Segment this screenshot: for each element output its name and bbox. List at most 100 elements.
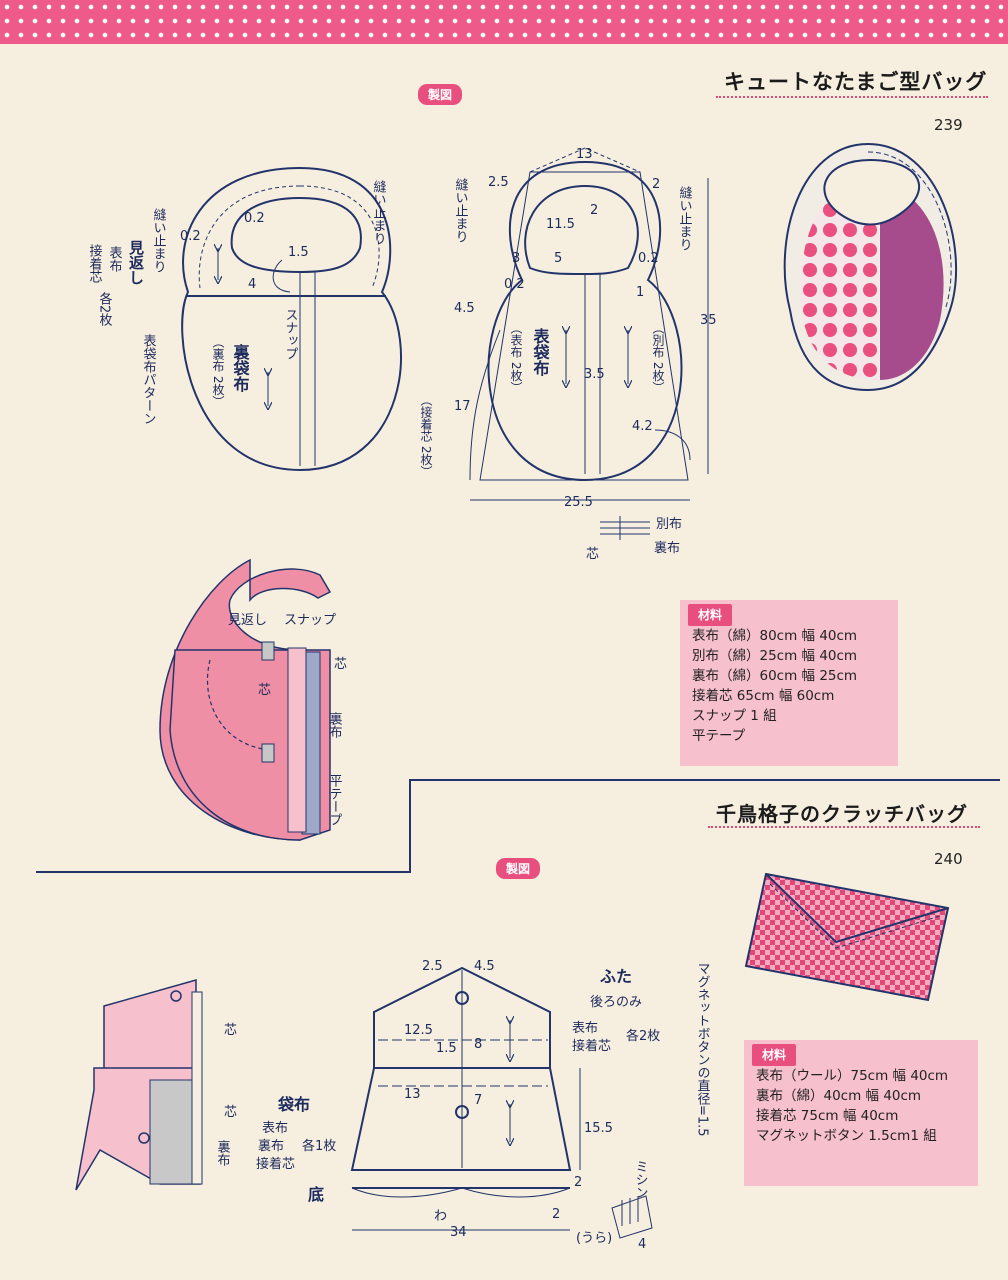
clutch-label-mishin: ミシン	[633, 1160, 648, 1199]
clutch-asm-shin-a: 芯	[224, 1023, 237, 1038]
clutch-dim-15-5: 15.5	[584, 1121, 613, 1136]
material-item: 接着芯 75cm 幅 40cm	[756, 1108, 899, 1124]
clutch-asm-shin-b: 芯	[224, 1105, 237, 1120]
legend-betsu: 別布	[656, 517, 682, 532]
egg-right-pattern	[469, 147, 709, 501]
title-egg-bag: キュートなたまご型バッグ	[724, 70, 988, 94]
dim-4: 4	[248, 277, 256, 292]
title-clutch-bag: 千鳥格子のクラッチバッグ	[716, 802, 968, 826]
label-nuidomari-r: 縫い止まり	[371, 180, 387, 245]
label-urabukuro: 裏袋布	[231, 343, 251, 393]
material-item: 別布（綿）25cm 幅 40cm	[692, 648, 858, 664]
material-item: 表布（綿）80cm 幅 40cm	[692, 628, 858, 644]
asm-label-snap: スナップ	[284, 613, 336, 628]
section-divider	[36, 779, 1000, 873]
clutch-label-omote: 表布	[572, 1021, 598, 1036]
clutch-label-soko: 底	[308, 1185, 324, 1204]
label-nuidomari-l: 縫い止まり	[151, 208, 167, 273]
clutch-label-fukuro: 袋布	[277, 1095, 310, 1114]
dim-0-2-r2: 0.2	[638, 251, 659, 266]
label-mikaeshi: 見返し	[127, 240, 145, 285]
clutch-dim-4: 4	[638, 1237, 646, 1252]
materials-box-clutch: 材料 表布（ウール）75cm 幅 40cm 裏布（綿）40cm 幅 40cm 接…	[744, 1040, 978, 1186]
asm-label-urafu: 裏布	[327, 712, 343, 739]
clutch-label-magnet: マグネットボタンの直径=1.5	[695, 962, 711, 1137]
legend-ura: 裏布	[654, 541, 680, 556]
clutch-dim-2-b: 2	[552, 1207, 560, 1222]
dim-2-a: 2	[652, 177, 660, 192]
clutch-pattern	[350, 966, 581, 1231]
label-secchakushin-2: （接着芯 2枚）	[419, 394, 433, 477]
title-clutch-underline	[708, 826, 980, 828]
dim-2-5: 2.5	[488, 175, 509, 190]
egg-bag-illustration	[783, 142, 958, 392]
egg-assembly-illustration	[159, 558, 332, 841]
dim-5: 5	[554, 251, 562, 266]
materials-label-egg: 材料	[688, 604, 733, 626]
clutch-label-f-secchaku: 接着芯	[256, 1156, 295, 1172]
material-item: 裏布（綿）40cm 幅 40cm	[756, 1088, 922, 1104]
label-omotebukuro: 表袋布	[531, 327, 551, 377]
clutch-dim-1-5: 1.5	[436, 1041, 457, 1056]
material-item: 表布（ウール）75cm 幅 40cm	[756, 1068, 949, 1084]
label-secchakushin: 接着芯	[87, 243, 103, 283]
dim-0-2-left: 0.2	[180, 229, 201, 244]
material-item: マグネットボタン 1.5cm1 組	[756, 1128, 937, 1144]
material-item: スナップ 1 組	[692, 708, 777, 724]
clutch-dim-7: 7	[474, 1093, 482, 1108]
dim-3-5: 3.5	[584, 367, 605, 382]
clutch-dim-34: 34	[450, 1225, 467, 1240]
dim-17: 17	[454, 399, 471, 414]
clutch-dim-12-5: 12.5	[404, 1023, 433, 1038]
dim-1: 1	[636, 285, 644, 300]
label-urafu-2: （裏布 2枚）	[211, 336, 225, 407]
top-polka-band	[0, 0, 1008, 44]
label-nuidomari-r-right: 縫い止まり	[677, 186, 693, 251]
clutch-label-ura: (うら)	[576, 1231, 612, 1246]
label-snap: スナップ	[283, 308, 298, 360]
label-omote-2: （表布 2枚）	[509, 322, 523, 393]
dim-0-2-r1: 0.2	[504, 277, 525, 292]
material-item: 接着芯 65cm 幅 60cm	[692, 688, 835, 704]
asm-label-mikaeshi: 見返し	[228, 613, 267, 628]
dim-25-5: 25.5	[564, 495, 593, 510]
label-nuidomari-r-left: 縫い止まり	[453, 178, 469, 243]
dim-3: 3	[512, 251, 520, 266]
label-omote-pattern: 表袋布パターン	[141, 334, 157, 425]
clutch-label-f-each1: 各1枚	[302, 1138, 336, 1154]
label-omote: 表布	[107, 246, 123, 273]
asm-label-shin-a: 芯	[334, 657, 347, 672]
dim-4-2: 4.2	[632, 419, 653, 434]
materials-label-clutch: 材料	[752, 1044, 797, 1066]
badge-seizu-egg: 製図	[418, 84, 463, 105]
clutch-dim-4-5: 4.5	[474, 959, 495, 974]
clutch-label-each2: 各2枚	[626, 1028, 660, 1044]
clutch-dim-8: 8	[474, 1037, 482, 1052]
clutch-assembly-illustration	[75, 979, 203, 1191]
clutch-label-futa: ふた	[600, 967, 632, 986]
label-each2: 各2枚	[97, 291, 113, 327]
page-number-clutch: 240	[934, 850, 963, 868]
dim-35: 35	[700, 313, 717, 328]
clutch-dim-2-5: 2.5	[422, 959, 443, 974]
page-number-egg: 239	[934, 116, 963, 134]
materials-box-egg: 材料 表布（綿）80cm 幅 40cm 別布（綿）25cm 幅 40cm 裏布（…	[680, 600, 898, 766]
dim-1-5: 1.5	[288, 245, 309, 260]
stitch-detail	[611, 1195, 653, 1239]
dim-13: 13	[576, 147, 593, 162]
asm-label-shin-b: 芯	[258, 683, 271, 698]
egg-left-pattern	[181, 166, 402, 472]
asm-label-hira-tape: 平テープ	[327, 774, 343, 826]
dim-2-b: 2	[590, 203, 598, 218]
label-betsu-2: （別布 2枚）	[651, 322, 665, 393]
clutch-label-ushiro: 後ろのみ	[590, 995, 642, 1010]
dim-4-5: 4.5	[454, 301, 475, 316]
material-item: 裏布（綿）60cm 幅 25cm	[692, 668, 858, 684]
material-item: 平テープ	[692, 728, 746, 744]
clutch-label-f-ura: 裏布	[258, 1139, 284, 1154]
clutch-label-wa: わ	[434, 1209, 447, 1224]
clutch-dim-2-a: 2	[574, 1175, 582, 1190]
dim-11-5: 11.5	[546, 217, 575, 232]
clutch-bag-illustration	[744, 872, 950, 1002]
